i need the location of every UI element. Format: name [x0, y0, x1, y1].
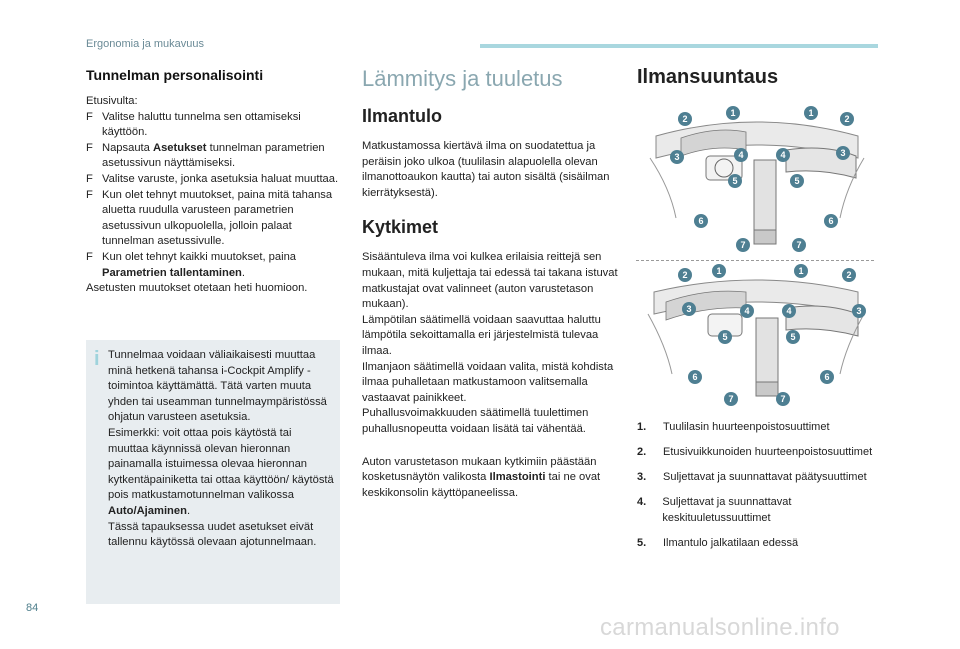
air-vent-diagram-lower: 1 1 2 2 3 3 4 4 5 5 6 6 7 7: [636, 262, 876, 410]
header-accent-bar: [480, 44, 878, 48]
callout-2: 2: [678, 112, 692, 126]
legend-item-3: 3.Suljettavat ja suunnattavat päätysuutt…: [637, 471, 867, 483]
callout-5: 5: [786, 330, 800, 344]
dashboard-illustration-lower: [647, 279, 865, 397]
callout-4: 4: [782, 304, 796, 318]
callout-6: 6: [824, 214, 838, 228]
callout-2: 2: [842, 268, 856, 282]
callout-5: 5: [718, 330, 732, 344]
middle-title: Lämmitys ja tuuletus: [362, 66, 563, 91]
legend-item-5: 5.Ilmantulo jalkatilaan edessä: [637, 537, 799, 549]
callout-6: 6: [688, 370, 702, 384]
callout-6: 6: [820, 370, 834, 384]
callout-1: 1: [712, 264, 726, 278]
bullet-marker: F: [86, 250, 93, 263]
callout-1: 1: [794, 264, 808, 278]
info-box: [86, 340, 340, 604]
right-title: Ilmansuuntaus: [637, 66, 779, 88]
section-header: Ergonomia ja mukavuus: [86, 38, 205, 50]
callout-4: 4: [776, 148, 790, 162]
dashboard-illustration-upper: [649, 121, 865, 245]
air-vent-diagram-upper: 1 1 2 2 3 3 4 4 5 5 6 6 7 7: [636, 98, 876, 258]
left-outro: Asetusten muutokset otetaan heti huomioo…: [86, 282, 308, 295]
middle-column: Lämmitys ja tuuletus Ilmantulo Matkustam…: [362, 66, 620, 501]
info-paragraph-1: Tunnelmaa voidaan väliaikaisesti muuttaa…: [108, 349, 327, 424]
callout-1: 1: [804, 106, 818, 120]
callout-7: 7: [724, 392, 738, 406]
bullet-marker: F: [86, 110, 93, 123]
callout-7: 7: [736, 238, 750, 252]
page-number: 84: [26, 602, 39, 614]
kytkimet-p4: Puhallusvoimakkuuden säätimellä tuuletti…: [362, 407, 589, 435]
callout-5: 5: [790, 174, 804, 188]
left-title: Tunnelman personalisointi: [86, 67, 264, 83]
callout-4: 4: [740, 304, 754, 318]
bullet-marker: F: [86, 172, 93, 185]
callout-1: 1: [726, 106, 740, 120]
kytkimet-note: Auton varustetason mukaan kytkimiin pääs…: [362, 455, 601, 499]
bullet-marker: F: [86, 188, 93, 201]
callout-7: 7: [776, 392, 790, 406]
watermark: carmanualsonline.info: [600, 614, 840, 641]
callout-3: 3: [836, 146, 850, 160]
legend-item-2: 2.Etusivuikkunoiden huurteenpoistosuutti…: [637, 446, 873, 458]
kytkimet-p3: Ilmanjaon säätimellä voidaan valita, mis…: [362, 360, 614, 404]
legend-item-4: 4.Suljettavat ja suunnattavat keskituule…: [637, 496, 792, 524]
subheading-kytkimet: Kytkimet: [362, 217, 439, 238]
callout-7: 7: [792, 238, 806, 252]
callout-3: 3: [682, 302, 696, 316]
kytkimet-text: Sisääntuleva ilma voi kulkea erilaisia r…: [362, 250, 620, 437]
kytkimet-p2: Lämpötilan säätimellä voidaan saavuttaa …: [362, 313, 601, 357]
info-paragraph-2: Esimerkki: voit ottaa pois käytöstä tai …: [108, 426, 334, 517]
callout-5: 5: [728, 174, 742, 188]
callout-3: 3: [852, 304, 866, 318]
legend-item-1: 1.Tuulilasin huurteenpoistosuuttimet: [637, 421, 830, 433]
callout-6: 6: [694, 214, 708, 228]
callout-3: 3: [670, 150, 684, 164]
subheading-ilmantulo: Ilmantulo: [362, 106, 442, 126]
vent-legend: 1.Tuulilasin huurteenpoistosuuttimet 2.E…: [637, 419, 897, 551]
info-paragraph-3: Tässä tapauksessa uudet asetukset eivät …: [108, 520, 317, 549]
info-text: Tunnelmaa voidaan väliaikaisesti muuttaa…: [108, 348, 334, 551]
left-intro: Etusivulta:: [86, 95, 138, 107]
diagram-separator: [636, 260, 874, 261]
bullet-marker: F: [86, 141, 93, 154]
callout-2: 2: [678, 268, 692, 282]
ilmantulo-text: Matkustamossa kiertävä ilma on suodatett…: [362, 140, 610, 199]
callout-4: 4: [734, 148, 748, 162]
info-icon: i: [94, 348, 100, 370]
callout-2: 2: [840, 112, 854, 126]
kytkimet-p1: Sisääntuleva ilma voi kulkea erilaisia r…: [362, 251, 618, 311]
